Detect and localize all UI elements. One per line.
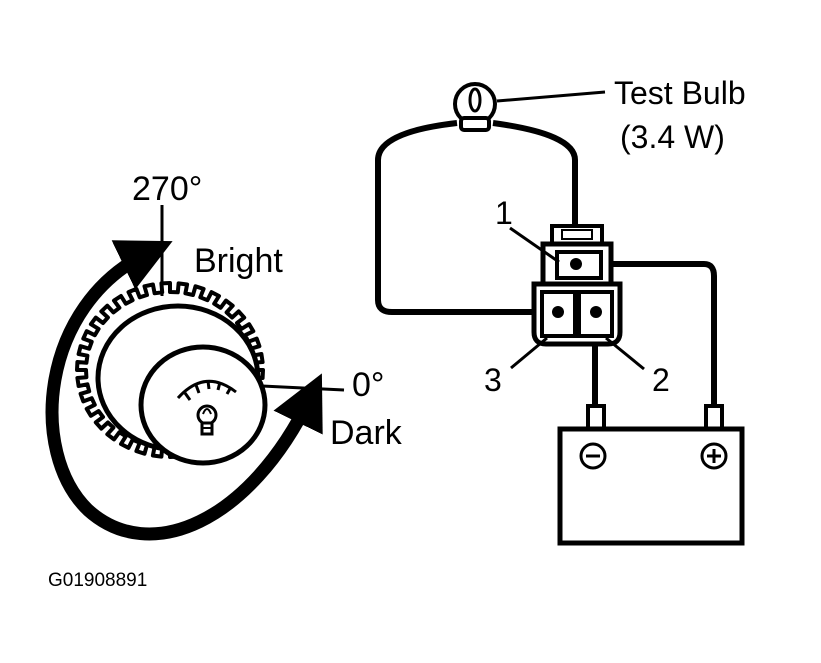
angle-max-label: 270° [132, 170, 202, 208]
terminal-3-pin [552, 306, 564, 318]
terminal-1-pin [570, 258, 582, 270]
dimmer-knob: 270° Bright 0° Dark [45, 170, 403, 541]
terminal-3-label: 3 [484, 362, 502, 398]
battery-positive-post [704, 404, 724, 432]
dark-label: Dark [330, 414, 403, 452]
test-bulb-rating: (3.4 W) [620, 119, 725, 155]
battery [557, 404, 745, 546]
lamp-icon [196, 404, 218, 436]
test-bulb-leader [496, 90, 606, 103]
angle-0-line [261, 384, 345, 392]
terminal-2-pin [590, 306, 602, 318]
battery-negative-post [586, 404, 606, 432]
figure-id: G01908891 [48, 570, 147, 591]
terminal-3-leader [510, 336, 548, 370]
terminal-1-label: 1 [495, 195, 513, 231]
battery-positive-icon [700, 442, 728, 470]
wire-terminal-1-to-battery-positive [575, 261, 717, 408]
test-bulb [453, 82, 497, 132]
wire-bulb-left-to-terminal-3 [375, 120, 556, 315]
connector [531, 224, 623, 347]
knob-face [138, 344, 268, 466]
angle-min-label: 0° [352, 366, 385, 404]
wire-bulb-right-to-terminal-1 [492, 120, 578, 262]
test-bulb-label: Test Bulb [614, 75, 746, 111]
battery-negative-icon [579, 442, 607, 470]
terminal-1-leader [509, 226, 560, 264]
rotation-arrow [45, 240, 323, 541]
test-circuit: Test Bulb (3.4 W) 1 3 2 [375, 75, 746, 546]
terminal-2-cavity [577, 290, 614, 338]
terminal-2-leader [605, 336, 645, 371]
bright-label: Bright [194, 242, 283, 280]
terminal-2-label: 2 [652, 362, 670, 398]
